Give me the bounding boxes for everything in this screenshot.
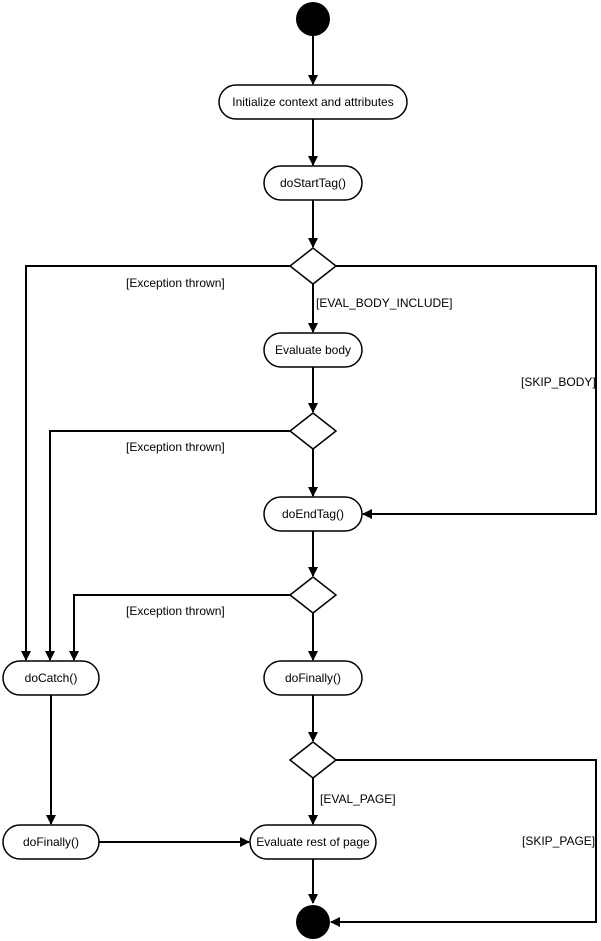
- guard-eval-body-include: [EVAL_BODY_INCLUDE]: [316, 296, 453, 310]
- final-node: [296, 905, 330, 939]
- guard-eval-page: [EVAL_PAGE]: [320, 792, 396, 806]
- edge-skip-page: [330, 759, 597, 927]
- guard-skip-page: [SKIP_PAGE]: [522, 834, 596, 848]
- initial-node: [296, 2, 330, 36]
- guard-exception-1: [Exception thrown]: [126, 276, 225, 290]
- guard-exception-3: [Exception thrown]: [126, 604, 225, 618]
- guard-exception-2: [Exception thrown]: [126, 440, 225, 454]
- evaluate-body-node-label: Evaluate body: [274, 343, 352, 357]
- evaluate-rest-node-label: Evaluate rest of page: [256, 835, 370, 849]
- decision-after-start-tag: [288, 247, 338, 285]
- do-finally-left-node-label: doFinally(): [22, 835, 79, 849]
- init-node-label: Initialize context and attributes: [232, 95, 394, 109]
- do-start-tag-node-label: doStartTag(): [279, 176, 347, 190]
- do-catch-node-label: doCatch(): [24, 671, 78, 685]
- decision-after-end-tag: [288, 576, 338, 614]
- decision-after-body: [288, 412, 338, 450]
- do-finally-right-node-label: doFinally(): [284, 671, 341, 685]
- edge-exception-1: [21, 265, 290, 661]
- do-end-tag-node-label: doEndTag(): [281, 507, 345, 521]
- decision-after-finally: [288, 741, 338, 779]
- edge-skip-body: [336, 265, 597, 519]
- edge-exception-3: [69, 594, 290, 661]
- guard-skip-body: [SKIP_BODY]: [521, 375, 596, 389]
- flow-edges: [21, 36, 597, 927]
- edge-exception-2: [45, 430, 290, 661]
